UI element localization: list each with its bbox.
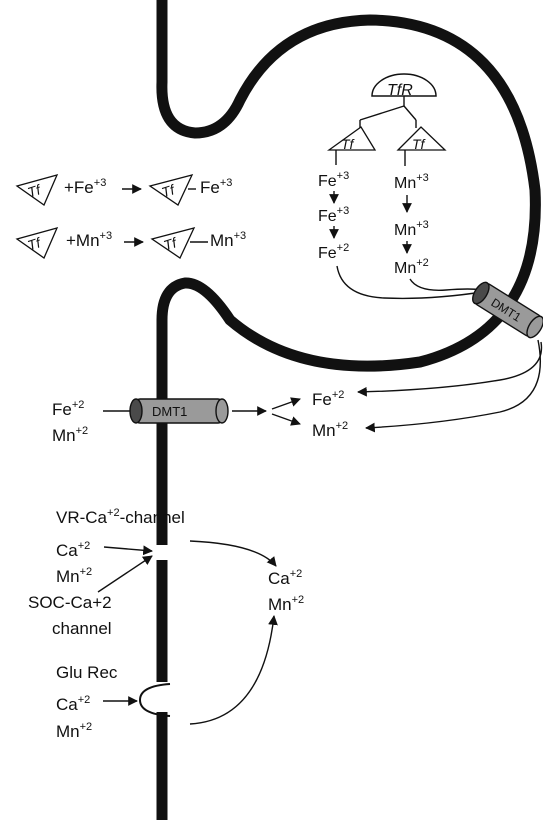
svg-text:Ca+2: Ca+2 xyxy=(268,568,302,588)
vr-input-arrow xyxy=(103,545,153,556)
tf-triangle-icon: Tf xyxy=(396,126,447,152)
tf-triangle-icon: Tf xyxy=(148,174,194,206)
tf-triangle-icon: Tf xyxy=(15,174,59,206)
svg-text:channel: channel xyxy=(52,619,112,638)
vr-channel-label: VR-Ca+2-channel xyxy=(56,507,185,527)
tf-triangle-icon: Tf xyxy=(326,126,377,152)
svg-text:Fe+3: Fe+3 xyxy=(318,170,349,190)
endosome-fe-branch: Tf Fe+3 Fe+3 Fe+2 xyxy=(318,126,377,262)
svg-text:DMT1: DMT1 xyxy=(152,404,187,419)
svg-text:Mn+3: Mn+3 xyxy=(394,172,429,192)
to-fe-arrow xyxy=(271,397,301,410)
endosome-release-fe-arrow xyxy=(357,341,543,397)
tf-triangle-icon: Tf xyxy=(150,227,196,259)
svg-text:Mn+2: Mn+2 xyxy=(394,257,429,277)
svg-text:Mn+2: Mn+2 xyxy=(312,420,348,440)
endosome-release-mn-arrow xyxy=(365,339,542,433)
svg-text:TfR: TfR xyxy=(387,82,413,99)
calcium-channels: VR-Ca+2-channel Ca+2 Mn+2 SOC-Ca+2 chann… xyxy=(28,507,304,741)
svg-text:Mn+3: Mn+3 xyxy=(210,230,246,250)
svg-text:SOC-Ca+2: SOC-Ca+2 xyxy=(28,593,112,612)
svg-text:Fe+3: Fe+3 xyxy=(200,177,232,197)
svg-text:Mn+3: Mn+3 xyxy=(394,219,429,239)
endosome-mn-branch: Tf Mn+3 Mn+3 Mn+2 xyxy=(394,126,447,277)
reaction-mn: Tf +Mn+3 Tf Mn+3 xyxy=(15,227,246,259)
endosome: TfR Tf Fe+3 Fe+3 Fe+2 Tf xyxy=(318,73,543,339)
svg-text:+Fe+3: +Fe+3 xyxy=(64,177,106,197)
plasma-dmt1-transporter: DMT1 xyxy=(103,398,229,424)
mn-to-dmt1-line xyxy=(409,278,485,291)
svg-text:Fe+2: Fe+2 xyxy=(52,399,84,419)
svg-text:Tf: Tf xyxy=(341,136,356,152)
svg-text:Fe+2: Fe+2 xyxy=(318,242,349,262)
fe-to-dmt1-line xyxy=(336,265,483,300)
tf-triangle-icon: Tf xyxy=(15,227,59,259)
glu-receptor-label: Glu Rec xyxy=(56,663,118,682)
vr-to-cytosol-arrow xyxy=(189,540,277,567)
svg-text:Fe+3: Fe+3 xyxy=(318,205,349,225)
svg-text:Mn+2: Mn+2 xyxy=(52,425,88,445)
plasma-dmt1-transport: Fe+2 Mn+2 DMT1 Fe+2 Mn+2 xyxy=(52,339,543,445)
svg-text:Ca+2: Ca+2 xyxy=(56,694,90,714)
svg-text:Mn+2: Mn+2 xyxy=(56,721,92,741)
to-mn-arrow xyxy=(271,413,301,426)
glu-receptor-shape xyxy=(138,683,171,717)
transferrin-receptor: TfR xyxy=(359,73,437,128)
svg-text:Fe+2: Fe+2 xyxy=(312,389,344,409)
svg-text:+Mn+3: +Mn+3 xyxy=(66,230,112,250)
svg-text:Mn+2: Mn+2 xyxy=(56,566,92,586)
soc-arrow xyxy=(97,555,153,593)
reaction-fe: Tf +Fe+3 Tf Fe+3 xyxy=(15,174,232,206)
membrane-top-segment xyxy=(156,0,541,545)
svg-text:Tf: Tf xyxy=(412,136,427,152)
glu-to-cytosol-arrow xyxy=(189,615,278,725)
cell-membrane xyxy=(156,0,541,820)
svg-text:Ca+2: Ca+2 xyxy=(56,540,90,560)
svg-text:Mn+2: Mn+2 xyxy=(268,594,304,614)
